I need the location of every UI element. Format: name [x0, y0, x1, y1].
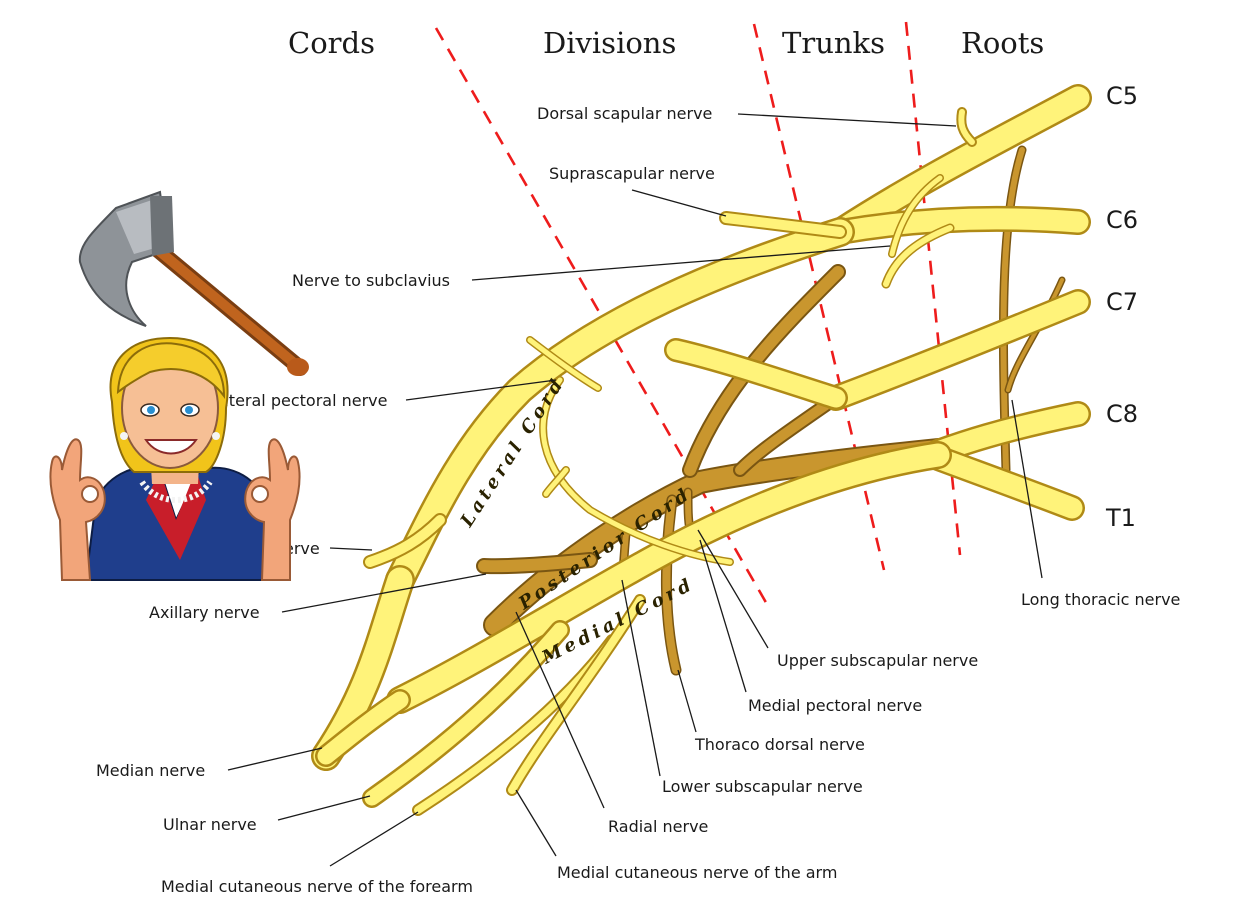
main-nerves [311, 84, 1092, 816]
axe-icon [78, 190, 309, 376]
label-long-thoracic: Long thoracic nerve [1021, 590, 1180, 609]
root-labels: C5 C6 C7 C8 T1 [1105, 82, 1138, 532]
label-upper-subscapular: Upper subscapular nerve [777, 651, 978, 670]
root-label-c8: C8 [1106, 400, 1138, 428]
column-headers: Cords Divisions Trunks Roots [288, 26, 1044, 60]
label-radial: Radial nerve [608, 817, 708, 836]
divider-trunks-roots [904, 21, 962, 556]
label-medial-cutaneous-arm: Medial cutaneous nerve of the arm [557, 863, 837, 882]
root-label-c6: C6 [1106, 206, 1138, 234]
header-cords: Cords [288, 26, 375, 60]
root-label-c5: C5 [1106, 82, 1138, 110]
header-trunks: Trunks [782, 26, 885, 60]
label-medial-cutaneous-forearm: Medial cutaneous nerve of the forearm [161, 877, 473, 896]
label-axillary: Axillary nerve [149, 603, 260, 622]
label-dorsal-scapular: Dorsal scapular nerve [537, 104, 712, 123]
label-subclavius: Nerve to subclavius [292, 271, 450, 290]
label-lower-subscapular: Lower subscapular nerve [662, 777, 863, 796]
root-label-t1: T1 [1105, 504, 1136, 532]
label-thoraco-dorsal: Thoraco dorsal nerve [694, 735, 865, 754]
cartoon-woman-ok-hands [49, 336, 301, 581]
label-lateral-pectoral: ateral pectoral nerve [219, 391, 387, 410]
ok-hand-left-icon [49, 438, 106, 581]
label-suprascapular: Suprascapular nerve [549, 164, 715, 183]
divider-cords-divisions [434, 27, 770, 607]
nerve-labels: Dorsal scapular nerve Suprascapular nerv… [96, 104, 1180, 896]
label-medial-pectoral: Medial pectoral nerve [748, 696, 922, 715]
label-median: Median nerve [96, 761, 205, 780]
label-ulnar: Ulnar nerve [163, 815, 257, 834]
leader-lines [227, 113, 1043, 867]
ok-hand-right-icon [244, 438, 301, 581]
header-divisions: Divisions [543, 26, 676, 60]
header-roots: Roots [961, 26, 1044, 60]
label-musculocutaneous: erve [284, 539, 320, 558]
root-label-c7: C7 [1106, 288, 1138, 316]
